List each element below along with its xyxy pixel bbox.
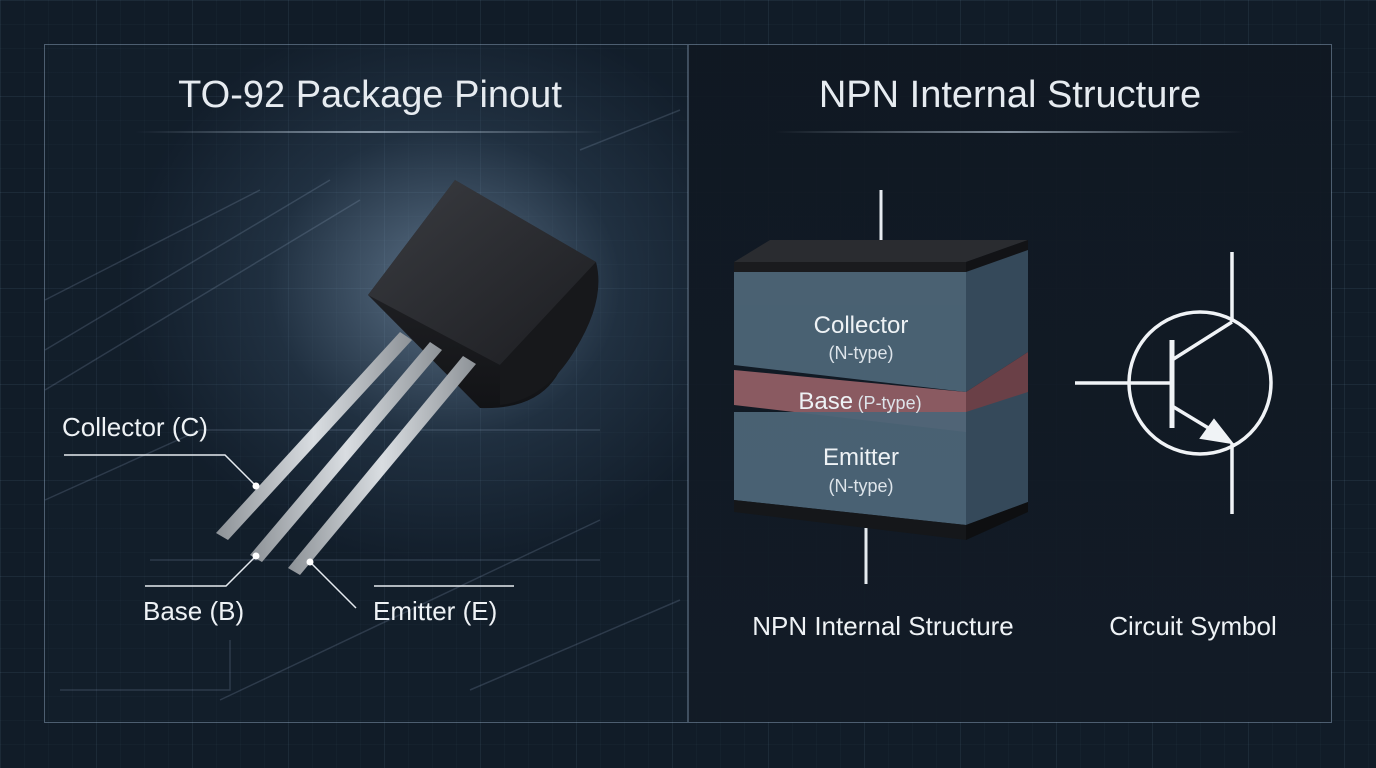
- symbol-emitter-arrow: [1199, 418, 1235, 445]
- symbol-collector-diag: [1171, 320, 1233, 362]
- top-cap: [734, 240, 1028, 262]
- collector-layer-type: (N-type): [828, 343, 894, 363]
- collector-layer-side: [966, 250, 1028, 392]
- caption-circuit-symbol: Circuit Symbol: [1109, 611, 1277, 641]
- lead-collector: [216, 332, 412, 540]
- emitter-layer-name: Emitter: [822, 444, 899, 471]
- lead-base: [250, 342, 442, 562]
- pin-label-emitter: Emitter (E): [373, 596, 498, 626]
- outer-frame: [44, 44, 1332, 723]
- base-layer-type: (P-type): [857, 393, 922, 413]
- package-body-front: [368, 180, 596, 365]
- leader-emitter: [309, 561, 514, 609]
- panel-divider: [687, 45, 689, 722]
- pin-label-collector: Collector (C): [62, 412, 208, 442]
- package-leads: [216, 332, 476, 575]
- pin-label-base: Base (B): [143, 596, 245, 626]
- base-layer-name: Base: [798, 388, 854, 415]
- emitter-layer-front: [734, 412, 966, 525]
- caption-npn-structure: NPN Internal Structure: [752, 611, 1014, 641]
- right-title-underline: [775, 131, 1245, 133]
- leader-base: [145, 555, 257, 587]
- left-panel-title: TO-92 Package Pinout: [178, 74, 562, 116]
- emitter-layer-side: [966, 392, 1028, 525]
- lead-emitter: [288, 356, 476, 575]
- emitter-layer-type: (N-type): [828, 476, 894, 496]
- collector-layer-name: Collector: [813, 312, 909, 339]
- base-layer-label: Base (P-type): [760, 388, 960, 416]
- collector-layer-front: [734, 272, 966, 392]
- left-title-underline: [135, 131, 605, 133]
- package-body-back: [500, 262, 599, 405]
- right-panel-title: NPN Internal Structure: [818, 74, 1202, 116]
- leader-collector: [64, 454, 257, 487]
